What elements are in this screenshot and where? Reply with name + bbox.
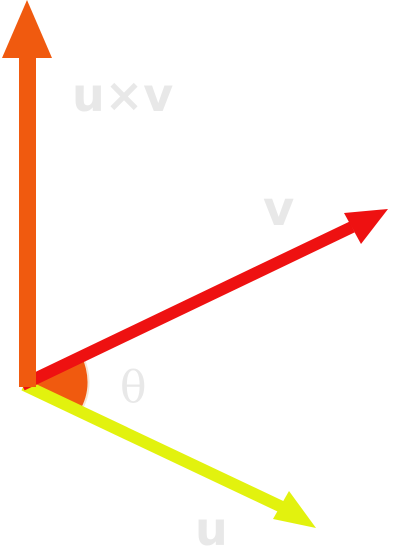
label-v: v — [263, 181, 294, 237]
vector-u-arrow — [21, 379, 316, 528]
vector-cross-arrowhead — [2, 0, 52, 58]
label-theta: θ — [120, 362, 147, 413]
vector-cross-shaft — [19, 55, 36, 387]
label-u: u — [195, 502, 228, 548]
vector-v-arrowhead — [344, 209, 388, 244]
vector-u-arrowhead — [273, 491, 316, 528]
vector-v-shaft — [19, 221, 355, 391]
label-cross-product: u×v — [72, 68, 173, 122]
vector-cross-arrow — [2, 0, 52, 387]
vector-u-shaft — [21, 379, 285, 513]
vector-v-arrow — [19, 209, 388, 391]
